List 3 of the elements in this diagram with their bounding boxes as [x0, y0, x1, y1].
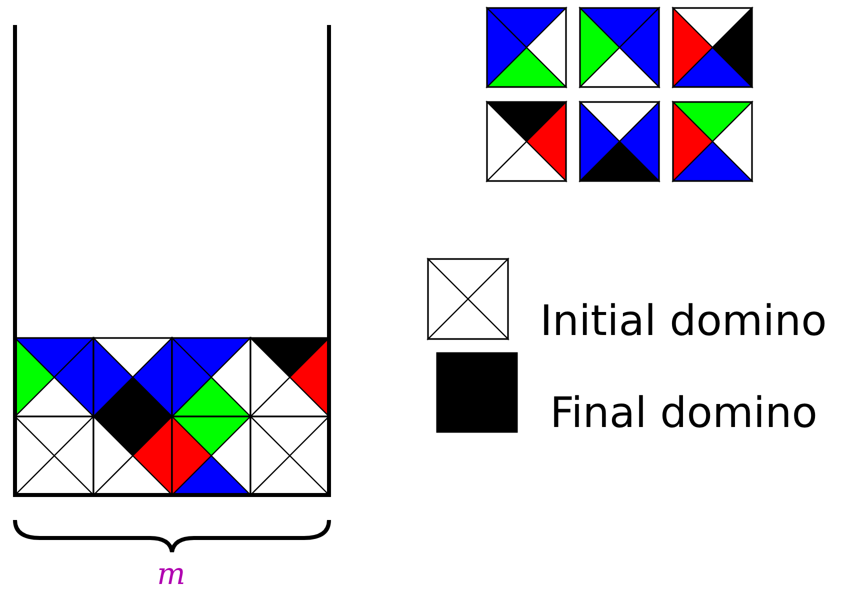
- width-variable: m: [157, 560, 186, 590]
- legend-label: Initial domino: [540, 300, 827, 342]
- legend-label: Final domino: [550, 392, 818, 434]
